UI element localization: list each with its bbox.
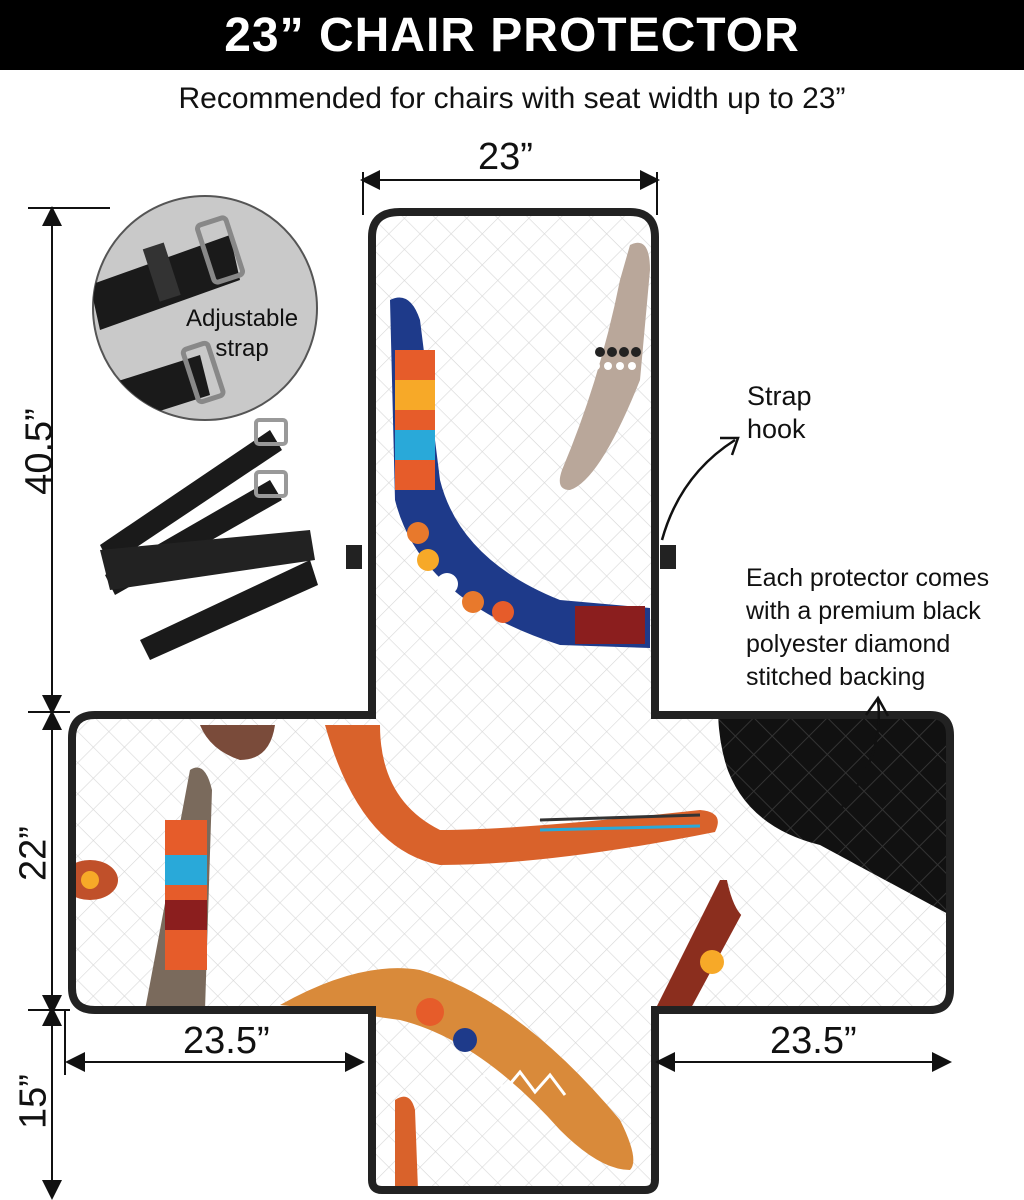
- bottom-boomerang: [280, 968, 634, 1170]
- dim-back-height: 40.5”: [18, 408, 61, 495]
- subtitle: Recommended for chairs with seat width u…: [178, 82, 846, 115]
- dim-front-height: 15”: [12, 1074, 55, 1129]
- strap-hook-right: [660, 545, 676, 569]
- backing-line: Each protector comes: [746, 564, 990, 592]
- backing-label: Each protector comes with a premium blac…: [746, 562, 989, 694]
- strap-label: Adjustable strap: [186, 304, 298, 364]
- protector-shape: [68, 208, 954, 1194]
- blue-boomerang: [390, 297, 650, 648]
- backing-line: polyester diamond: [746, 630, 951, 658]
- strap-hook-line2: hook: [747, 414, 806, 444]
- strap-detail-circle: [92, 195, 318, 421]
- title-banner: 23” CHAIR PROTECTOR: [0, 0, 1024, 70]
- orange-boomerang: [325, 725, 718, 865]
- strap-label-line2: strap: [215, 335, 269, 362]
- backing-line: stitched backing: [746, 663, 926, 691]
- strap-hook-line1: Strap: [747, 381, 812, 411]
- page-title: 23” CHAIR PROTECTOR: [224, 9, 800, 62]
- strap-hook-label: Strap hook: [747, 380, 812, 446]
- strap-hook-left: [346, 545, 362, 569]
- black-backing-fold: [718, 715, 950, 915]
- loose-strap: [100, 418, 318, 660]
- callout-arrows: [660, 436, 890, 816]
- dim-right-arm-width: 23.5”: [770, 1020, 857, 1062]
- dimension-lines: [28, 170, 952, 1200]
- dim-top-width: 23”: [478, 136, 533, 178]
- backing-line: with a premium black: [746, 597, 981, 625]
- dim-left-arm-width: 23.5”: [183, 1020, 270, 1062]
- strap-label-line1: Adjustable: [186, 305, 299, 332]
- dim-seat-height: 22”: [12, 826, 55, 881]
